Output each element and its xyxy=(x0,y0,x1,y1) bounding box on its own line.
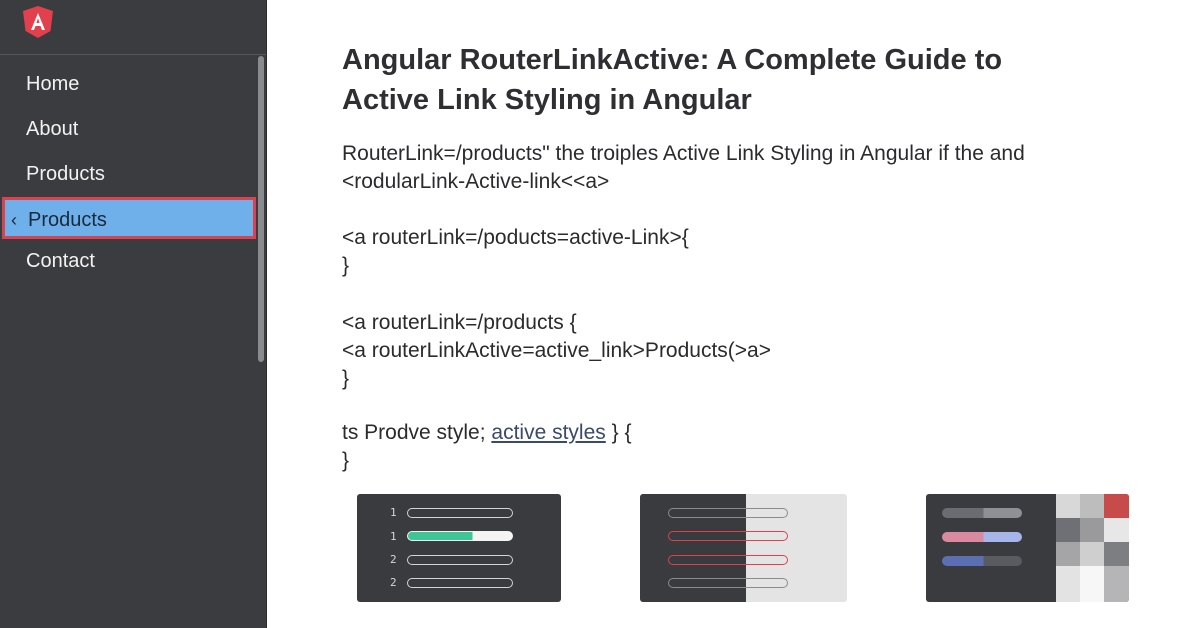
sidebar-item-label: Products xyxy=(28,209,107,231)
mosaic-cell xyxy=(1104,542,1129,566)
list-number: 1 xyxy=(390,506,397,519)
list-number: 1 xyxy=(390,530,397,543)
list-item xyxy=(407,508,513,518)
thumbnail-mosaic[interactable] xyxy=(926,494,1129,602)
code-fragment: Active=active_link>Products(>a> xyxy=(465,339,772,362)
chevron-left-icon: ‹ xyxy=(11,210,17,230)
code-line: ts Prodve style; active styles } { xyxy=(342,419,1162,447)
intro-line-1: RouterLink=/products" the troiples Activ… xyxy=(342,142,1025,165)
code-fragment: } { xyxy=(605,421,632,444)
sidebar-item-label: Home xyxy=(26,73,80,95)
thumbnail-row: 1 1 2 2 xyxy=(357,494,1129,602)
active-styles-link[interactable]: active styles xyxy=(491,421,606,444)
mosaic-cell xyxy=(1080,566,1104,602)
mosaic-cell xyxy=(1056,494,1080,518)
list-item xyxy=(407,578,513,588)
sidebar: Home About Products ‹ Products Contact xyxy=(0,0,267,628)
sidebar-item-contact[interactable]: Contact xyxy=(0,239,258,284)
sidebar-item-label: About xyxy=(26,118,79,140)
code-fragment: ts Prodve style; xyxy=(342,421,492,444)
mosaic-cell xyxy=(1080,518,1104,542)
code-line: } xyxy=(342,254,350,277)
mosaic-cell xyxy=(1080,542,1104,566)
sidebar-item-about[interactable]: About xyxy=(0,107,258,152)
mosaic-cell xyxy=(1104,494,1129,518)
title-line-2: Active Link Styling in Angular xyxy=(342,84,752,116)
list-item-active xyxy=(942,532,1022,542)
mosaic-cell xyxy=(1104,566,1129,602)
logo-bar xyxy=(0,0,266,55)
sidebar-scrollbar[interactable] xyxy=(258,56,264,362)
list-item xyxy=(668,508,788,518)
sidebar-item-label: Products xyxy=(26,163,105,185)
intro-line-2: <rodularLink-Active-link<<a> xyxy=(342,170,610,193)
sidebar-item-products-active[interactable]: ‹ Products xyxy=(2,197,256,239)
thumbnail-dark-list[interactable]: 1 1 2 2 xyxy=(357,494,561,602)
code-line: <a routerLink=/poducts=active-Link>{ xyxy=(342,226,689,249)
code-line: <a routerLinkActive=active_link>Products… xyxy=(342,337,1162,365)
sidebar-item-products[interactable]: Products xyxy=(0,152,258,197)
code-block-2: <a routerLink=/products { <a routerLinkA… xyxy=(342,309,1162,393)
list-item xyxy=(942,508,1022,518)
sidebar-item-home[interactable]: Home xyxy=(0,62,258,107)
list-item-active xyxy=(407,531,513,541)
mosaic-cell xyxy=(1056,566,1080,602)
page-title: Angular RouterLinkActive: A Complete Gui… xyxy=(342,40,1062,120)
title-line-1: Angular RouterLinkActive: A Complete Gui… xyxy=(342,44,1003,76)
list-number: 2 xyxy=(390,553,397,566)
thumbnail-dark-half xyxy=(640,494,746,602)
list-item xyxy=(668,578,788,588)
sidebar-nav: Home About Products ‹ Products Contact xyxy=(0,62,258,284)
intro-paragraph: RouterLink=/products" the troiples Activ… xyxy=(342,140,1162,196)
code-line: } xyxy=(342,367,350,390)
list-item-active xyxy=(668,531,788,541)
list-item-active xyxy=(668,555,788,565)
code-block-3: ts Prodve style; active styles } { } xyxy=(342,419,1162,475)
thumbnail-split-list[interactable] xyxy=(640,494,847,602)
code-line: } xyxy=(342,449,350,472)
list-item xyxy=(407,555,513,565)
mosaic-cell xyxy=(1104,518,1129,542)
list-item xyxy=(942,556,1022,566)
angular-shield-icon[interactable] xyxy=(21,5,55,39)
code-line: <a routerLink=/products { xyxy=(342,311,577,334)
article: Angular RouterLinkActive: A Complete Gui… xyxy=(342,40,1162,475)
sidebar-item-label: Contact xyxy=(26,250,95,272)
list-number: 2 xyxy=(390,576,397,589)
mosaic-cell xyxy=(1080,494,1104,518)
code-block-1: <a routerLink=/poducts=active-Link>{ } xyxy=(342,224,1162,280)
mosaic-cell xyxy=(1056,518,1080,542)
mosaic-cell xyxy=(1056,542,1080,566)
code-fragment: <a routerLink xyxy=(342,339,466,362)
